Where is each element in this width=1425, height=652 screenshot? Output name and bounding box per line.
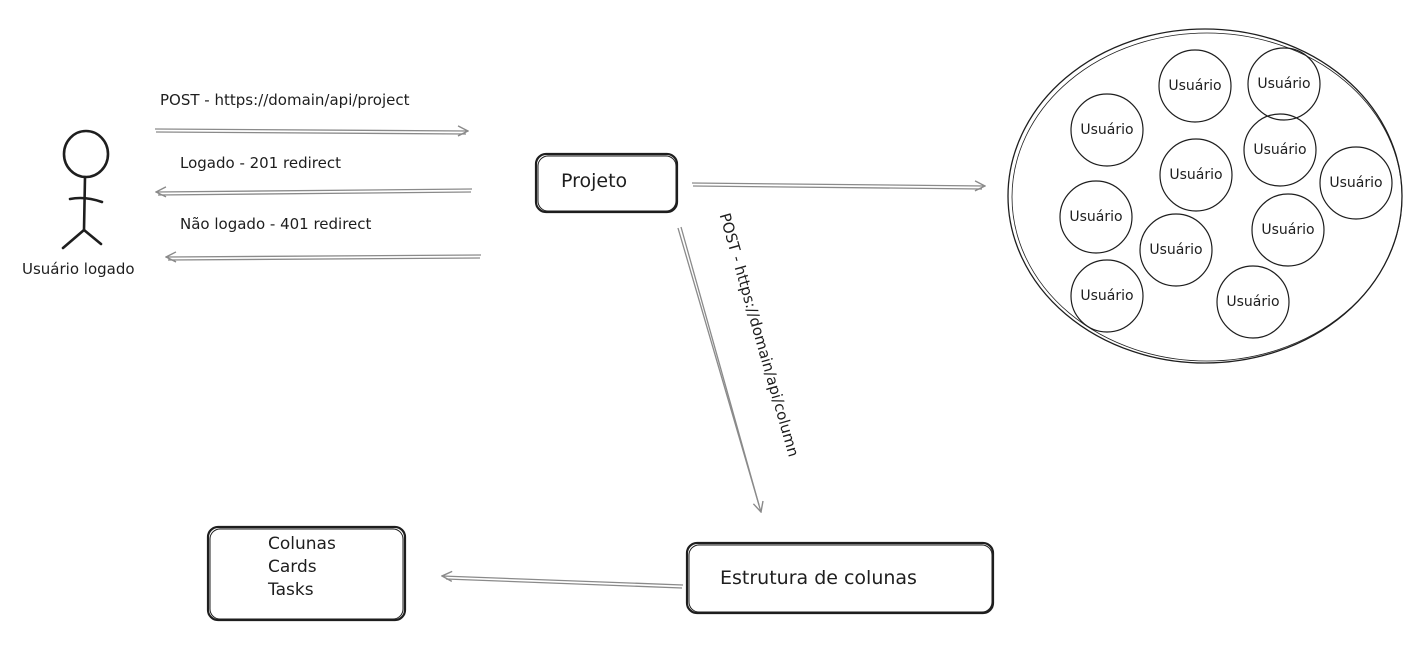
user-label: Usuário [1329, 175, 1383, 191]
user-label: Usuário [1226, 294, 1280, 310]
user-circle[interactable] [1139, 213, 1213, 287]
actor-label: Usuário logado [22, 260, 135, 278]
arrow-not-logged-shadow [167, 257, 481, 261]
columns-structure-box[interactable] [685, 541, 995, 615]
arrow-post-project-label: POST - https://domain/api/project [160, 91, 410, 109]
actor-head [62, 129, 110, 179]
user-circle[interactable] [1247, 47, 1321, 121]
content-box-sketch [209, 528, 404, 620]
user-label: Usuário [1168, 78, 1222, 94]
user-circle[interactable] [1216, 265, 1290, 339]
columns-structure-box-sketch [688, 544, 993, 613]
user-label: Usuário [1261, 222, 1315, 238]
actor-left-leg [61, 228, 86, 250]
columns-to-content-arrow [442, 576, 684, 589]
project-label: Projeto [561, 170, 628, 192]
user-circle[interactable] [1159, 138, 1233, 212]
project-to-users-arrow [691, 183, 985, 189]
user-label: Usuário [1169, 167, 1223, 183]
user-label: Usuário [1069, 209, 1123, 225]
user-circle[interactable] [1251, 193, 1325, 267]
arrow-logged [156, 189, 473, 192]
user-circle[interactable] [1070, 93, 1144, 167]
content-box[interactable] [206, 525, 407, 622]
project-box-sketch [537, 155, 677, 212]
user-label: Usuário [1257, 76, 1311, 92]
user-label: Usuário [1080, 122, 1134, 138]
content-item: Colunas [268, 534, 336, 554]
user-circle[interactable] [1059, 180, 1133, 254]
project-box[interactable] [534, 152, 679, 214]
arrow-post-project [154, 129, 468, 131]
users-group-ellipse-sketch [1011, 32, 1403, 362]
arrow-not-logged [166, 255, 482, 257]
user-circle[interactable] [1243, 113, 1317, 187]
arrow-logged-label: Logado - 201 redirect [180, 154, 341, 172]
actor-arms [68, 196, 104, 204]
user-circles [1059, 47, 1393, 339]
user-label: Usuário [1080, 288, 1134, 304]
project-to-columns-arrow [677, 226, 761, 512]
user-circle[interactable] [1319, 146, 1393, 220]
columns-structure-label: Estrutura de colunas [720, 567, 917, 589]
actor-body [82, 175, 87, 232]
arrow-not-logged-label: Não logado - 401 redirect [180, 215, 372, 233]
user-circle[interactable] [1158, 49, 1232, 123]
user-circle[interactable] [1070, 259, 1144, 333]
actor-arrows [154, 129, 482, 261]
actor-right-leg [82, 228, 103, 246]
arrow-logged-shadow [157, 191, 472, 196]
user-label: Usuário [1149, 242, 1203, 258]
content-item: Cards [268, 557, 317, 577]
content-item: Tasks [268, 580, 314, 600]
user-label: Usuário [1253, 142, 1307, 158]
arrow-post-project-shadow [155, 131, 467, 135]
actor-stick-figure [61, 129, 110, 250]
